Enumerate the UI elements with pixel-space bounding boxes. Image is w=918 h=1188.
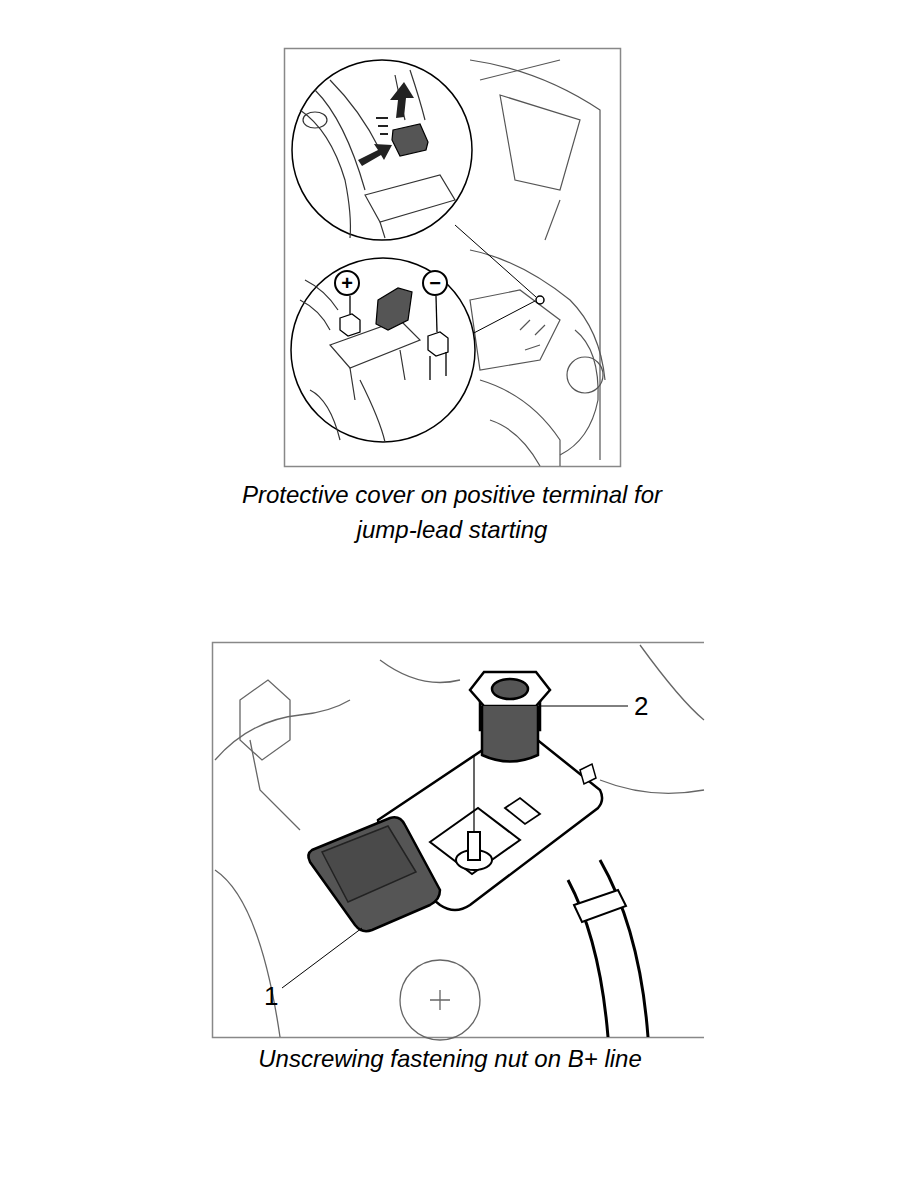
zoom-circle xyxy=(292,60,472,240)
zoom-leader xyxy=(470,301,535,335)
bracket-opening xyxy=(430,808,520,874)
figure-caption: Protective cover on positive terminal fo… xyxy=(217,477,687,547)
figure-frame xyxy=(285,49,621,467)
figure-frame xyxy=(213,643,705,1038)
leader-line xyxy=(282,928,362,988)
cover-top xyxy=(322,826,416,902)
leader-line xyxy=(541,706,628,707)
background-sketch xyxy=(215,645,704,1040)
callout-number: 2 xyxy=(634,692,648,720)
push-arrow xyxy=(358,144,392,166)
detail-top xyxy=(300,70,455,238)
detail-bottom xyxy=(300,280,420,442)
open-cover xyxy=(376,288,412,330)
zoom-leader xyxy=(455,225,536,297)
bracket-clip xyxy=(580,764,596,784)
negative-bolt xyxy=(428,296,448,380)
fastening-nut xyxy=(470,672,550,762)
cable-clamp xyxy=(574,890,626,922)
lift-arrow xyxy=(390,82,414,118)
zoom-circle xyxy=(291,258,475,442)
stud-axis xyxy=(473,755,474,832)
protective-cover xyxy=(308,817,440,931)
figure-caption: Unscrewing fastening nut on B+ line xyxy=(140,1041,760,1076)
symbol-ring xyxy=(335,271,359,295)
engine-point xyxy=(536,296,544,304)
polarity-symbol: − xyxy=(423,273,447,293)
stud xyxy=(468,832,480,860)
b-plus-cable xyxy=(568,860,648,1037)
polarity-symbol: + xyxy=(335,273,359,293)
symbol-ring xyxy=(423,271,447,295)
bracket-slot xyxy=(505,798,540,824)
positive-bolt xyxy=(340,296,360,336)
motion-ticks xyxy=(376,118,388,134)
protective-cover xyxy=(392,124,428,156)
callout-number: 1 xyxy=(264,982,278,1010)
engine-bay-sketch xyxy=(470,60,605,466)
